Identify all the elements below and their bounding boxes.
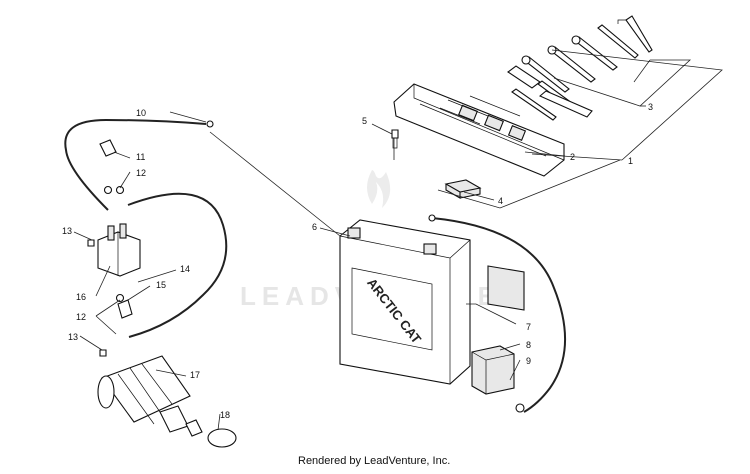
battery-cable-positive — [431, 217, 567, 413]
tool-tray — [393, 83, 565, 177]
solenoid-part — [97, 223, 141, 277]
bolt-part — [99, 349, 107, 357]
cable-ring-terminal — [515, 403, 525, 413]
cap-part — [117, 299, 133, 319]
callout-14: 14 — [180, 264, 190, 274]
bolt-part — [87, 239, 95, 247]
callout-13: 13 — [62, 226, 72, 236]
tool-kit — [507, 15, 653, 121]
callouts: 1 2 3 4 5 6 7 8 9 10 11 12 12 13 13 14 1… — [62, 102, 653, 420]
leader-lines — [73, 49, 723, 431]
callout-10: 10 — [136, 108, 146, 118]
starter-motor-part — [97, 355, 203, 437]
callout-18: 18 — [220, 410, 230, 420]
footer-credit: Rendered by LeadVenture, Inc. — [298, 455, 450, 467]
screw-part — [391, 129, 399, 149]
callout-7: 7 — [526, 322, 531, 332]
callout-13-lower: 13 — [68, 332, 78, 342]
foam-block-part — [471, 345, 515, 395]
battery-part: ARCTIC CAT — [339, 219, 471, 385]
callout-17: 17 — [190, 370, 200, 380]
starter-cable — [127, 192, 228, 338]
callout-12: 12 — [136, 168, 146, 178]
o-ring-part — [207, 428, 237, 448]
nut-part — [103, 185, 113, 195]
nut-part — [115, 293, 125, 303]
callout-15: 15 — [156, 280, 166, 290]
terminal-boot-part — [99, 139, 117, 157]
callout-8: 8 — [526, 340, 531, 350]
callout-5: 5 — [362, 116, 367, 126]
callout-12-lower: 12 — [76, 312, 86, 322]
callout-2: 2 — [570, 152, 575, 162]
callout-3: 3 — [648, 102, 653, 112]
callout-16: 16 — [76, 292, 86, 302]
callout-11: 11 — [136, 152, 145, 162]
label-part — [487, 265, 525, 311]
callout-6: 6 — [312, 222, 317, 232]
callout-4: 4 — [498, 196, 503, 206]
callout-9: 9 — [526, 356, 531, 366]
battery-cable-ground — [64, 118, 207, 211]
nut-part — [115, 185, 125, 195]
callout-1: 1 — [628, 156, 633, 166]
